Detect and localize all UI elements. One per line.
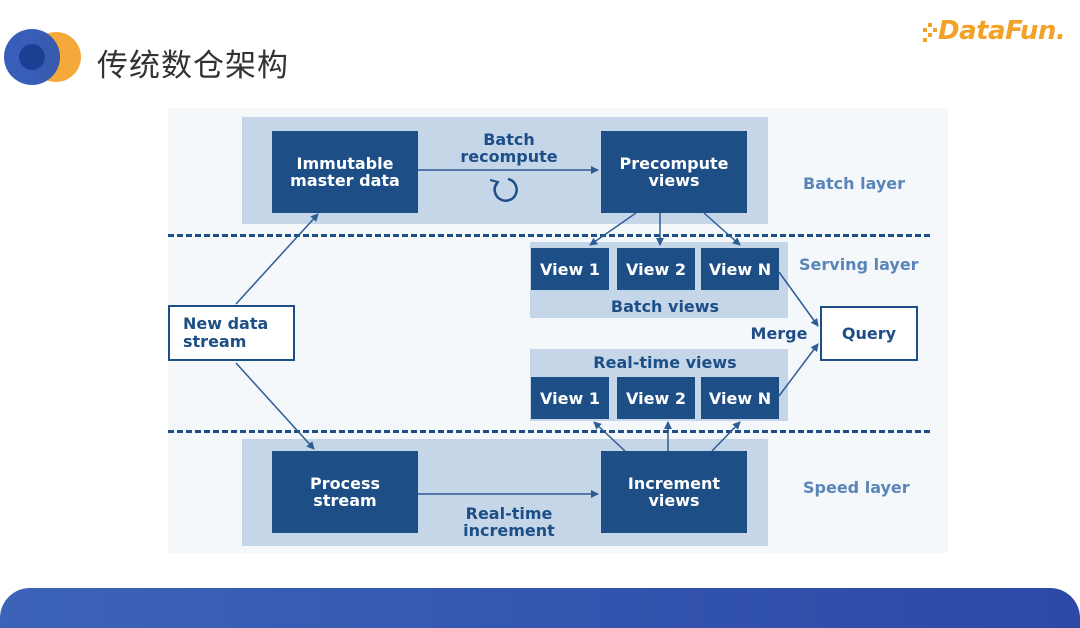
batch-view-n: View N — [701, 248, 779, 290]
speed-layer-label: Speed layer — [803, 478, 910, 497]
datafun-logo-icon — [923, 23, 937, 42]
batch-view-1: View 1 — [531, 248, 609, 290]
bottom-bar — [0, 588, 1080, 628]
batch-views-label: Batch views — [610, 297, 720, 316]
brand-name: DataFun. — [938, 16, 1066, 46]
process-stream-box: Process stream — [272, 451, 418, 533]
realtime-view-2: View 2 — [617, 377, 695, 419]
new-data-stream-box: New data stream — [168, 305, 295, 361]
serving-layer-label: Serving layer — [799, 255, 919, 274]
realtime-increment-label: Real-time increment — [463, 504, 555, 540]
batch-layer-label: Batch layer — [803, 174, 906, 193]
separator-bottom — [168, 430, 930, 433]
realtime-view-1: View 1 — [531, 377, 609, 419]
query-box: Query — [820, 306, 918, 361]
precompute-views-box: Precompute views — [601, 131, 747, 213]
merge-label: Merge — [750, 324, 808, 343]
increment-views-box: Increment views — [601, 451, 747, 533]
immutable-master-data-box: Immutable master data — [272, 131, 418, 213]
realtime-views-label: Real-time views — [593, 353, 737, 372]
separator-top — [168, 234, 930, 237]
realtime-view-n: View N — [701, 377, 779, 419]
batch-view-2: View 2 — [617, 248, 695, 290]
logo-mark-icon — [4, 29, 81, 85]
slide-title: 传统数仓架构 — [97, 48, 289, 84]
batch-recompute-label: Batch recompute — [460, 130, 558, 166]
